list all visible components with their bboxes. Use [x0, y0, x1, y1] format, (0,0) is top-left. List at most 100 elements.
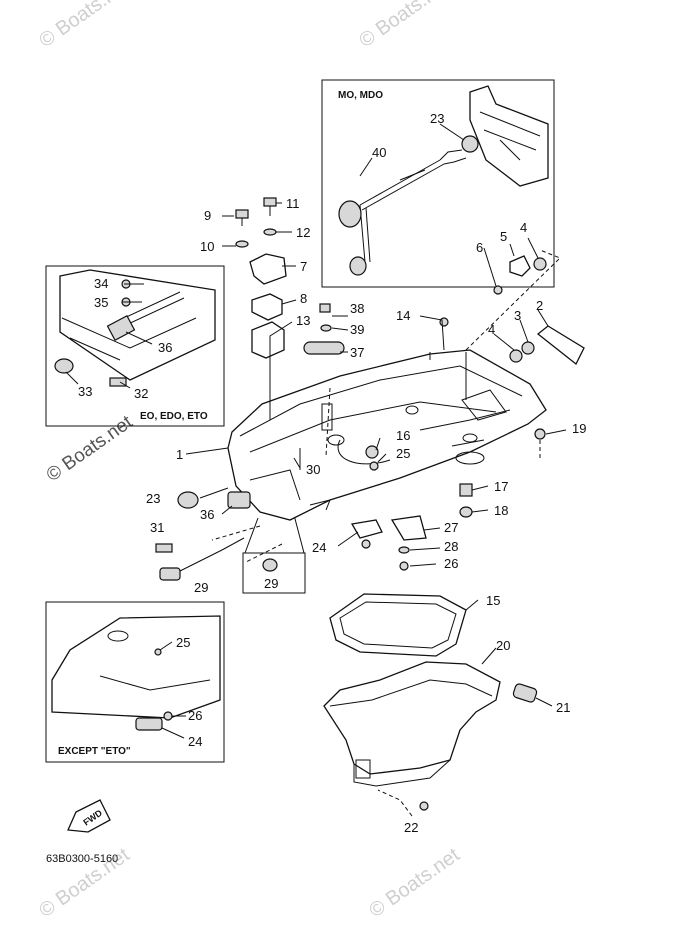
plate-icon: [251, 321, 285, 359]
callout-4: 4: [488, 322, 495, 337]
bolt-icon: [319, 303, 331, 313]
inset-except-eto: EXCEPT "ETO": [45, 601, 225, 763]
callout-28: 28: [444, 539, 458, 554]
screw-icon: [419, 801, 429, 811]
callout-6: 6: [476, 240, 483, 255]
callout-13: 13: [296, 313, 310, 328]
pad-icon: [303, 341, 345, 355]
watermark: © Boats.net: [43, 411, 137, 486]
fastener-icon: [361, 539, 371, 549]
screw-icon: [493, 285, 503, 295]
bolt-icon: [235, 209, 249, 219]
callout-24: 24: [188, 734, 202, 749]
washer-icon: [235, 240, 249, 248]
screw-icon: [399, 561, 409, 571]
callout-23: 23: [146, 491, 160, 506]
callout-12: 12: [296, 225, 310, 240]
plug-icon: [135, 717, 163, 731]
bottom-cowling: [227, 349, 547, 521]
inset-frame: [321, 79, 555, 288]
callout-1: 1: [176, 447, 183, 462]
callout-38: 38: [350, 301, 364, 316]
callout-11: 11: [286, 196, 300, 211]
bracket-icon: [249, 253, 287, 285]
cap-icon: [262, 558, 278, 572]
callout-32: 32: [134, 386, 148, 401]
callout-30: 30: [306, 462, 320, 477]
callout-27: 27: [444, 520, 458, 535]
callout-39: 39: [350, 322, 364, 337]
callout-31: 31: [150, 520, 164, 535]
callout-29: 29: [264, 576, 278, 591]
watermark: © Boats.net: [35, 0, 134, 52]
inset-label: EO, EDO, ETO: [140, 411, 208, 422]
screw-icon: [439, 317, 449, 327]
cowl-fragment: [469, 85, 549, 187]
callout-36: 36: [158, 340, 172, 355]
watermark: © Boats.net: [355, 0, 454, 52]
grommet-icon: [459, 506, 473, 518]
callout-8: 8: [300, 291, 307, 306]
callout-9: 9: [204, 208, 211, 223]
clamp-icon: [251, 293, 283, 321]
callout-3: 3: [514, 308, 521, 323]
watermark: © Boats.net: [365, 844, 464, 922]
inset-mo-mdo: MO, MDO: [321, 79, 555, 288]
callout-36: 36: [200, 507, 214, 522]
grommet-icon: [521, 341, 535, 355]
callout-2: 2: [536, 298, 543, 313]
callout-34: 34: [94, 276, 108, 291]
screw-icon: [163, 711, 173, 721]
bracket-icon: [390, 515, 427, 541]
callout-14: 14: [396, 308, 410, 323]
callout-5: 5: [500, 229, 507, 244]
callout-15: 15: [486, 593, 500, 608]
washer-icon: [320, 324, 332, 332]
connector-icon: [338, 200, 362, 228]
callout-22: 22: [404, 820, 418, 835]
switch-icon: [227, 491, 251, 509]
inset-29: [242, 552, 306, 594]
leader-lines: [65, 123, 567, 817]
label-icon: [109, 377, 127, 387]
grommet-icon: [177, 491, 199, 509]
callout-21: 21: [556, 700, 570, 715]
screw-icon: [534, 428, 546, 440]
callout-16: 16: [396, 428, 410, 443]
callout-19: 19: [572, 421, 586, 436]
cowl-fragment: [51, 615, 221, 719]
cowling-body: [227, 349, 547, 521]
callout-24: 24: [312, 540, 326, 555]
callout-26: 26: [188, 708, 202, 723]
rubber-seal: [329, 593, 467, 657]
callout-33: 33: [78, 384, 92, 399]
callout-26: 26: [444, 556, 458, 571]
grommet-icon: [461, 135, 479, 153]
inset-eo-edo-eto: EO, EDO, ETO: [45, 265, 225, 427]
callout-7: 7: [300, 259, 307, 274]
label-icon: [155, 543, 173, 553]
callout-4: 4: [520, 220, 527, 235]
callout-37: 37: [350, 345, 364, 360]
inset-label: EXCEPT "ETO": [58, 746, 131, 757]
under-pan: [323, 661, 501, 787]
callout-18: 18: [494, 503, 508, 518]
cowl-fragment: [59, 269, 216, 381]
grommet-icon: [509, 349, 523, 363]
washer-icon: [398, 546, 410, 554]
grommet-icon: [459, 483, 473, 497]
callout-10: 10: [200, 239, 214, 254]
inset-label: MO, MDO: [338, 90, 383, 101]
bushing-icon: [365, 445, 379, 459]
lever-icon: [536, 325, 585, 366]
switch-icon: [106, 314, 136, 342]
diagram-code: 63B0300-5160: [46, 853, 118, 865]
callouts: 1 2 3 4 4 5 6 7 8 9 10 11 12 13 14 15 16…: [78, 111, 586, 835]
lock-lever-icon: [509, 255, 531, 277]
inset-frame: [45, 601, 225, 763]
terminal-icon: [349, 256, 367, 276]
bolt-icon: [263, 197, 277, 207]
callout-20: 20: [496, 638, 510, 653]
callout-40: 40: [372, 145, 386, 160]
callout-29: 29: [194, 580, 208, 595]
